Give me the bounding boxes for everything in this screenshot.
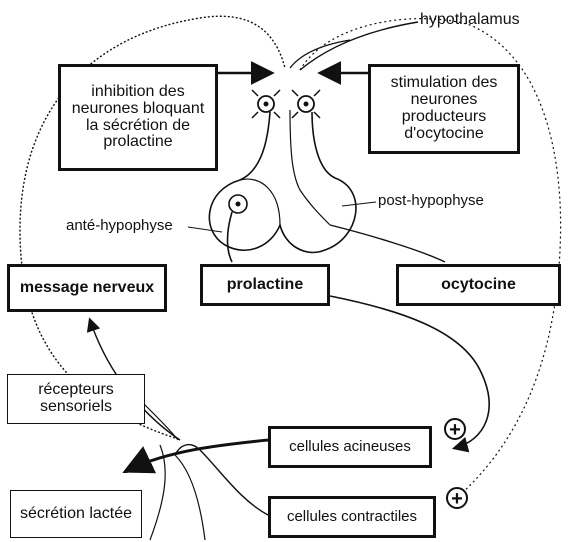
- ocytocine-box: ocytocine: [396, 264, 561, 306]
- stimulation-box: stimulation des neurones producteurs d'o…: [368, 64, 520, 154]
- neuron-right-icon: [292, 90, 320, 118]
- plus-icon-contractiles: +: [446, 487, 468, 509]
- inhibition-text: inhibition des neurones bloquant la sécr…: [65, 84, 211, 151]
- ante-hypophyse-label: anté-hypophyse: [66, 217, 173, 234]
- cellules-acineuses-text: cellules acineuses: [289, 439, 411, 455]
- stimulation-text: stimulation des neurones producteurs d'o…: [377, 75, 511, 142]
- secretion-lactee-text: sécrétion lactée: [20, 506, 132, 523]
- secretion-lactee-box: sécrétion lactée: [10, 490, 142, 538]
- cellules-contractiles-text: cellules contractiles: [287, 509, 417, 525]
- receptor-line: [140, 400, 178, 440]
- inhibition-box: inhibition des neurones bloquant la sécr…: [58, 64, 218, 171]
- message-nerveux-text: message nerveux: [20, 280, 154, 297]
- ocytocine-text: ocytocine: [441, 277, 516, 294]
- ocytocine-path: [330, 225, 445, 262]
- neuron-left-icon: [252, 90, 280, 118]
- prolactine-path: [228, 212, 233, 262]
- pituitary-outline: [209, 112, 356, 252]
- ante-hypophyse-leader: [188, 227, 222, 232]
- hypothalamus-label: hypothalamus: [420, 11, 520, 29]
- prolactine-box: prolactine: [200, 264, 330, 306]
- message-nerveux-box: message nerveux: [7, 264, 167, 312]
- prolactine-text: prolactine: [227, 277, 303, 294]
- nipple-outline-2: [175, 455, 205, 540]
- recepteurs-box: récepteurs sensoriels: [7, 374, 145, 424]
- plus-icon-acineuses: +: [444, 418, 466, 440]
- cellules-contractiles-box: cellules contractiles: [268, 496, 436, 538]
- cellules-acineuses-box: cellules acineuses: [268, 426, 432, 468]
- acineuses-to-secretion: [128, 440, 268, 470]
- post-hypophyse-label: post-hypophyse: [378, 192, 484, 209]
- post-hypophyse-leader: [342, 202, 376, 206]
- recepteurs-text: récepteurs sensoriels: [8, 382, 144, 416]
- hypothalamus-line: [300, 22, 418, 70]
- pituitary-cell-icon: [229, 195, 247, 213]
- contractiles-line: [175, 445, 268, 515]
